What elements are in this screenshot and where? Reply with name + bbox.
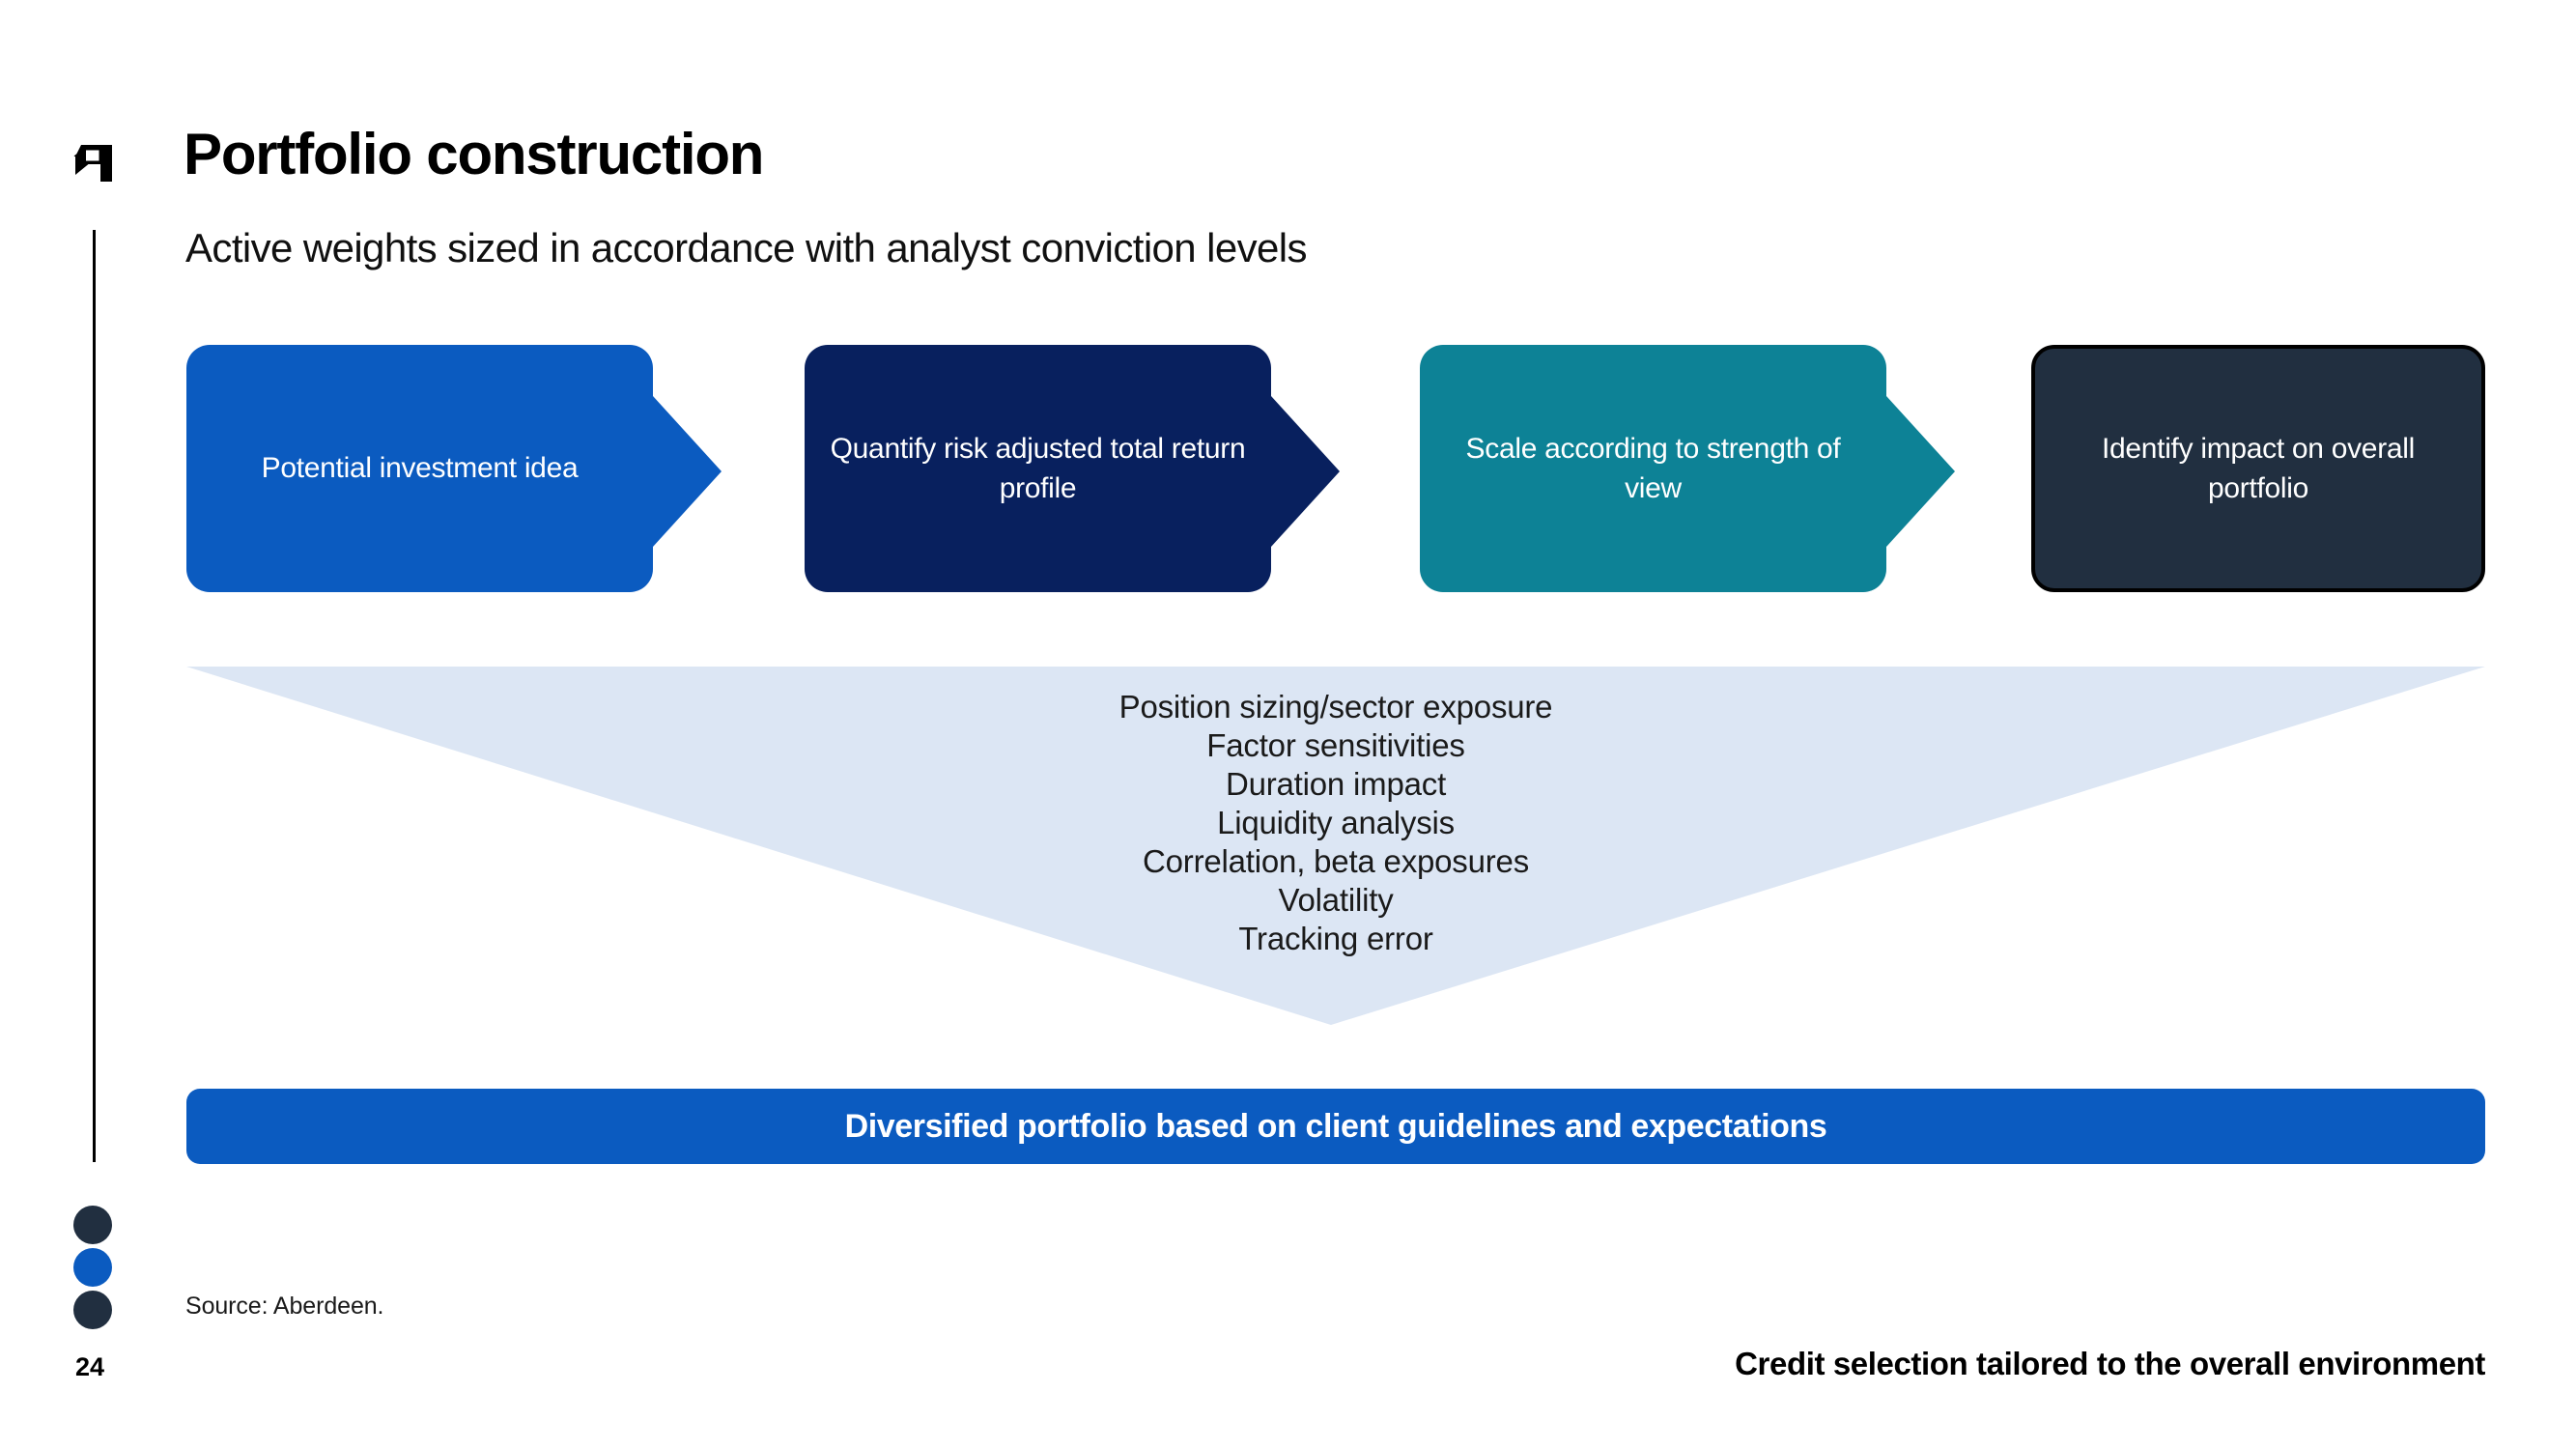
outcome-banner-label: Diversified portfolio based on client gu… — [844, 1107, 1827, 1145]
process-step-quantify-risk-adjusted-total-return-profile[interactable]: Quantify risk adjusted total return prof… — [805, 345, 1271, 592]
process-arrow-icon-2 — [1271, 396, 1340, 547]
left-vertical-rule — [93, 230, 96, 1162]
page-title: Portfolio construction — [184, 122, 764, 186]
brand-dot-stack — [73, 1206, 114, 1333]
list-item: Volatility — [1278, 882, 1394, 918]
list-item: Tracking error — [1238, 921, 1433, 956]
process-step-label: Quantify risk adjusted total return prof… — [830, 432, 1246, 504]
process-step-potential-investment-idea[interactable]: Potential investment idea — [186, 345, 653, 592]
page-subtitle: Active weights sized in accordance with … — [185, 225, 1308, 270]
list-item: Factor sensitivities — [1206, 727, 1465, 763]
source-note: Source: Aberdeen. — [185, 1293, 384, 1320]
process-step-label: Potential investment idea — [261, 452, 579, 485]
brand-dot-navy-top — [73, 1206, 112, 1244]
process-arrow-icon-3 — [1886, 396, 1955, 547]
process-step-label: Identify impact on overall portfolio — [2101, 432, 2416, 504]
footer-tagline: Credit selection tailored to the overall… — [1735, 1346, 2485, 1381]
list-item: Duration impact — [1225, 766, 1447, 802]
process-step-label: Scale according to strength of view — [1465, 432, 1841, 504]
process-step-identify-impact-on-overall-portfolio[interactable]: Identify impact on overall portfolio — [2031, 345, 2485, 592]
funnel-criteria-list: Position sizing/sector exposure Factor s… — [186, 688, 2485, 958]
list-item: Liquidity analysis — [1217, 805, 1455, 840]
brand-dot-navy-bottom — [73, 1291, 112, 1329]
outcome-banner[interactable]: Diversified portfolio based on client gu… — [186, 1089, 2485, 1164]
page-number: 24 — [75, 1352, 105, 1381]
process-arrow-icon-1 — [653, 396, 722, 547]
list-item: Position sizing/sector exposure — [1118, 689, 1553, 724]
aberdeen-a-logo-icon — [73, 143, 114, 184]
list-item: Correlation, beta exposures — [1143, 843, 1529, 879]
process-step-scale-according-to-strength-of-view[interactable]: Scale according to strength of view — [1420, 345, 1886, 592]
brand-dot-blue-middle — [73, 1248, 112, 1287]
